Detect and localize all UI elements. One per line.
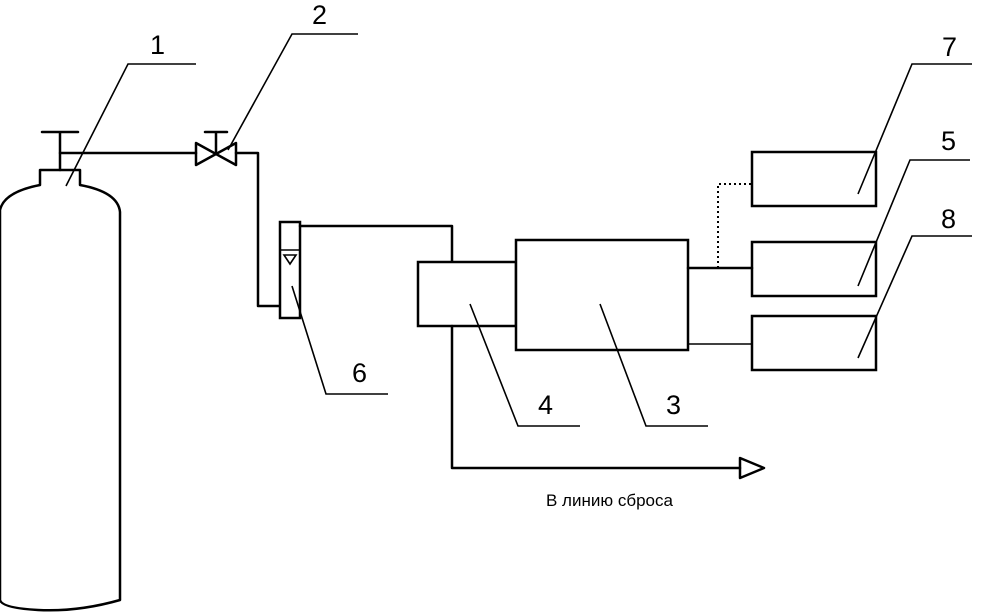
inlet-block xyxy=(416,260,518,328)
pipe-valve-to-flowmeter xyxy=(234,151,282,308)
leader-lines xyxy=(65,33,972,427)
gas-cylinder xyxy=(0,130,122,612)
label-unit-bottom: 8 xyxy=(941,204,956,234)
dotted-link-top-unit xyxy=(717,183,752,268)
valve xyxy=(194,130,238,167)
unit-top xyxy=(750,150,878,208)
label-unit-middle: 5 xyxy=(941,126,956,156)
label-flowmeter: 6 xyxy=(352,358,367,388)
label-cylinder: 1 xyxy=(150,30,165,60)
exhaust-arrow-icon xyxy=(738,456,766,480)
exhaust-line xyxy=(450,324,742,470)
label-inlet-block: 4 xyxy=(538,390,553,420)
exhaust-caption: В линию сброса xyxy=(546,491,673,510)
pipe-flowmeter-to-inlet xyxy=(298,224,454,264)
main-block xyxy=(514,238,690,352)
unit-bottom xyxy=(750,314,878,372)
label-valve: 2 xyxy=(312,0,327,30)
label-unit-top: 7 xyxy=(942,32,957,62)
unit-middle xyxy=(750,240,878,298)
label-main-block: 3 xyxy=(666,390,681,420)
